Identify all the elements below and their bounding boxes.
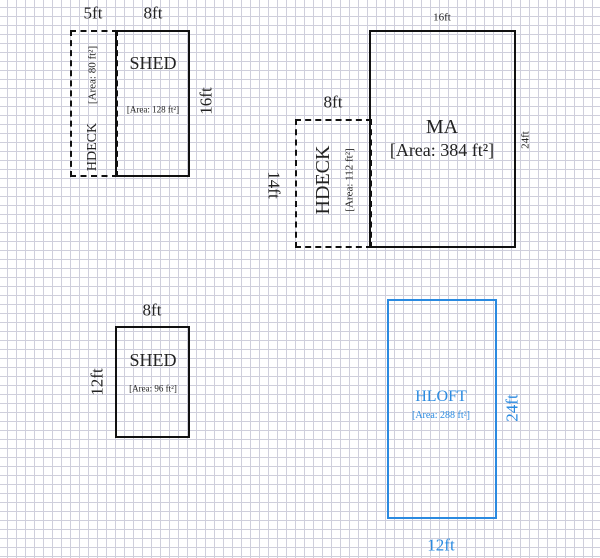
- ma-outline[interactable]: [369, 30, 516, 248]
- hloft-width: 12ft: [427, 535, 455, 555]
- hdeck-2-label: HDECK: [312, 145, 334, 215]
- shed-2-height: 12ft: [87, 368, 107, 396]
- hdeck-2-outline[interactable]: [295, 119, 372, 248]
- hdeck-2-height: 14ft: [264, 171, 284, 199]
- shed-1-width: 8ft: [143, 3, 163, 23]
- hloft-height: 24ft: [502, 394, 522, 422]
- ma-label: MA: [425, 116, 459, 138]
- ma-height: 24ft: [519, 131, 532, 149]
- hdeck-1-outline[interactable]: [70, 30, 118, 177]
- hdeck-1-label: HDECK: [85, 122, 100, 172]
- shed-1-label: SHED: [129, 53, 177, 73]
- hdeck-1-width: 5ft: [83, 3, 103, 23]
- hloft-outline[interactable]: [387, 299, 497, 519]
- shed-2-label: SHED: [129, 350, 177, 370]
- hdeck-2-width: 8ft: [323, 92, 343, 112]
- ma-area: [Area: 384 ft²]: [389, 140, 495, 160]
- shed-2-width: 8ft: [142, 300, 162, 320]
- shed-1-height: 16ft: [196, 87, 216, 115]
- shed-2-area: [Area: 96 ft²]: [129, 383, 177, 394]
- ma-width: 16ft: [433, 11, 451, 24]
- shed-2-outline[interactable]: [115, 326, 190, 438]
- shed-1-outline[interactable]: [115, 30, 190, 177]
- hdeck-2-area: [Area: 112 ft²]: [343, 148, 356, 212]
- hdeck-1-area: [Area: 80 ft²]: [86, 45, 99, 105]
- hloft-area: [Area: 288 ft²]: [412, 410, 470, 421]
- shed-1-area: [Area: 128 ft²]: [126, 104, 180, 115]
- hloft-label: HLOFT: [415, 388, 467, 405]
